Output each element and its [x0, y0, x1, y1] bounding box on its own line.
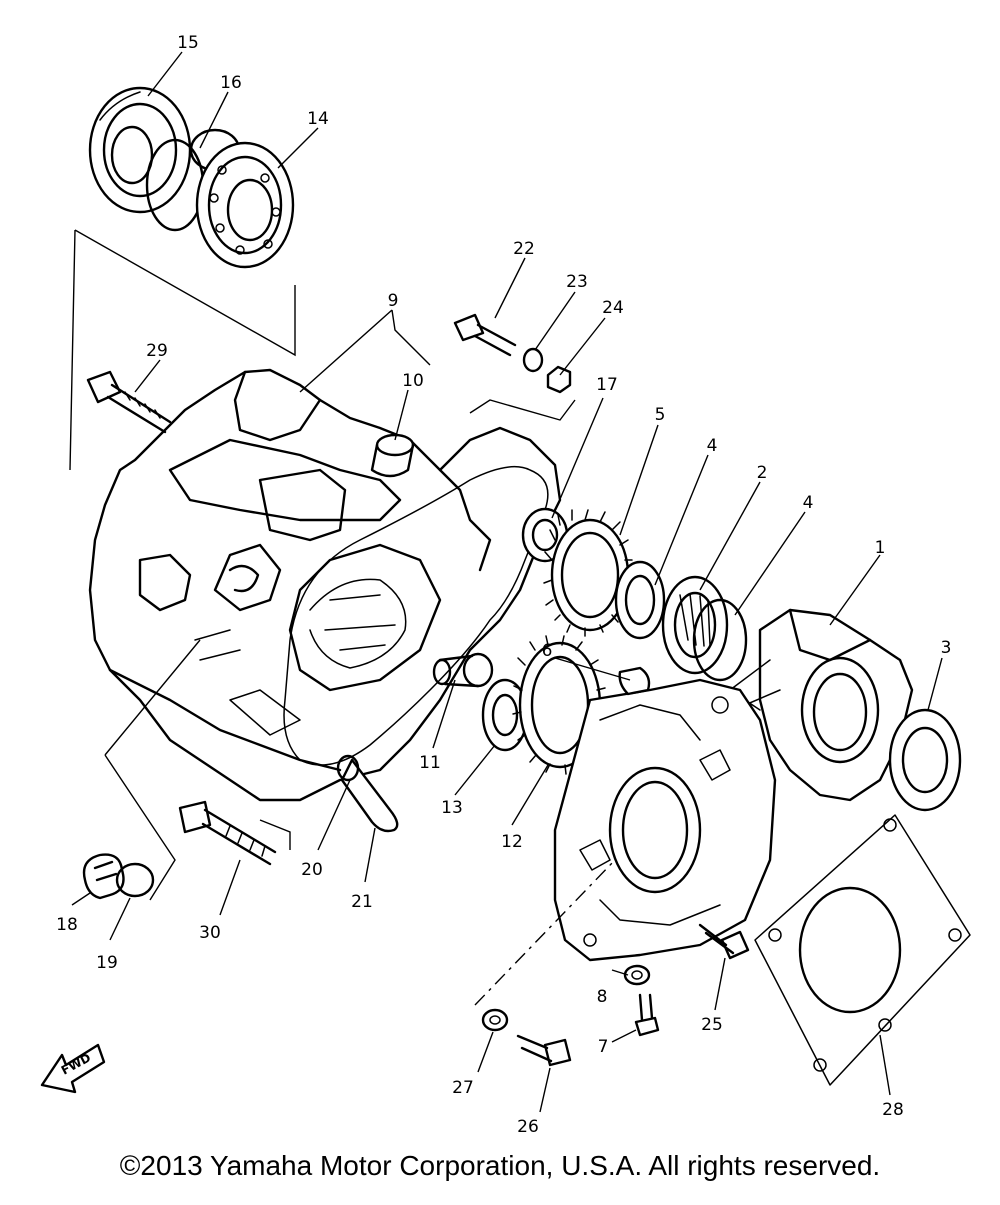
gasket-part-28 — [754, 814, 971, 1086]
callout-26: 26 — [517, 1117, 539, 1137]
callout-11: 11 — [419, 753, 441, 773]
plate-part-cover — [553, 678, 777, 962]
callout-8: 8 — [597, 987, 608, 1007]
bearing-part-14 — [195, 141, 295, 269]
callout-21: 21 — [351, 892, 373, 912]
bolt-part-26 — [516, 1034, 572, 1067]
exploded-parts-diagram: FWD 1 2 3 — [40, 33, 971, 1137]
callout-9: 9 — [388, 291, 399, 311]
callout-10: 10 — [402, 371, 424, 391]
callout-12: 12 — [501, 832, 523, 852]
crankcase-part-9 — [88, 368, 562, 802]
callout-24: 24 — [602, 298, 624, 318]
callout-19: 19 — [96, 953, 118, 973]
callout-14: 14 — [307, 109, 329, 129]
washer-part-8 — [623, 964, 651, 986]
callout-4-left: 4 — [707, 436, 718, 456]
washer-part-23 — [522, 347, 544, 373]
dowel-part-21 — [336, 754, 399, 833]
callout-3: 3 — [941, 638, 952, 658]
callout-16: 16 — [220, 73, 242, 93]
bearing-part-15 — [88, 86, 192, 214]
callout-6: 6 — [542, 641, 553, 661]
collar-part-4-left — [614, 560, 666, 640]
callout-18: 18 — [56, 915, 78, 935]
bolt-part-30 — [178, 800, 277, 866]
callout-labels: 1 2 3 4 4 5 6 7 8 9 10 11 12 13 14 15 16… — [56, 33, 951, 1137]
callout-5: 5 — [655, 405, 666, 425]
washer-part-27 — [481, 1008, 509, 1032]
copyright-notice: ©2013 Yamaha Motor Corporation, U.S.A. A… — [119, 1150, 881, 1181]
dowel-part-10 — [370, 433, 415, 478]
fwd-arrow-icon: FWD — [40, 1043, 106, 1094]
bearing-part-13 — [481, 678, 529, 752]
bolt-part-22 — [453, 313, 517, 357]
callout-22: 22 — [513, 239, 535, 259]
callout-23: 23 — [566, 272, 588, 292]
callout-15: 15 — [177, 33, 199, 53]
dowel-part-11 — [432, 652, 494, 688]
callout-30: 30 — [199, 923, 221, 943]
callout-4-right: 4 — [803, 493, 814, 513]
bolt-part-29 — [86, 370, 172, 434]
collar-part-4-right — [692, 598, 748, 682]
callout-1: 1 — [875, 538, 886, 558]
screw-part-7 — [634, 993, 660, 1037]
bolt-part-25 — [698, 923, 750, 960]
callout-7: 7 — [598, 1037, 609, 1057]
callout-2: 2 — [757, 463, 768, 483]
leader-lines — [71, 51, 943, 1113]
callout-28: 28 — [882, 1100, 904, 1120]
dowel-part-6 — [618, 666, 651, 696]
o-ring-part-19 — [115, 862, 155, 898]
gasket-part-20 — [283, 465, 549, 766]
callout-27: 27 — [452, 1078, 474, 1098]
nut-part-24 — [546, 365, 572, 394]
callout-13: 13 — [441, 798, 463, 818]
bearing-part-3 — [888, 708, 962, 812]
callout-20: 20 — [301, 860, 323, 880]
callout-17: 17 — [596, 375, 618, 395]
callout-29: 29 — [146, 341, 168, 361]
callout-25: 25 — [701, 1015, 723, 1035]
